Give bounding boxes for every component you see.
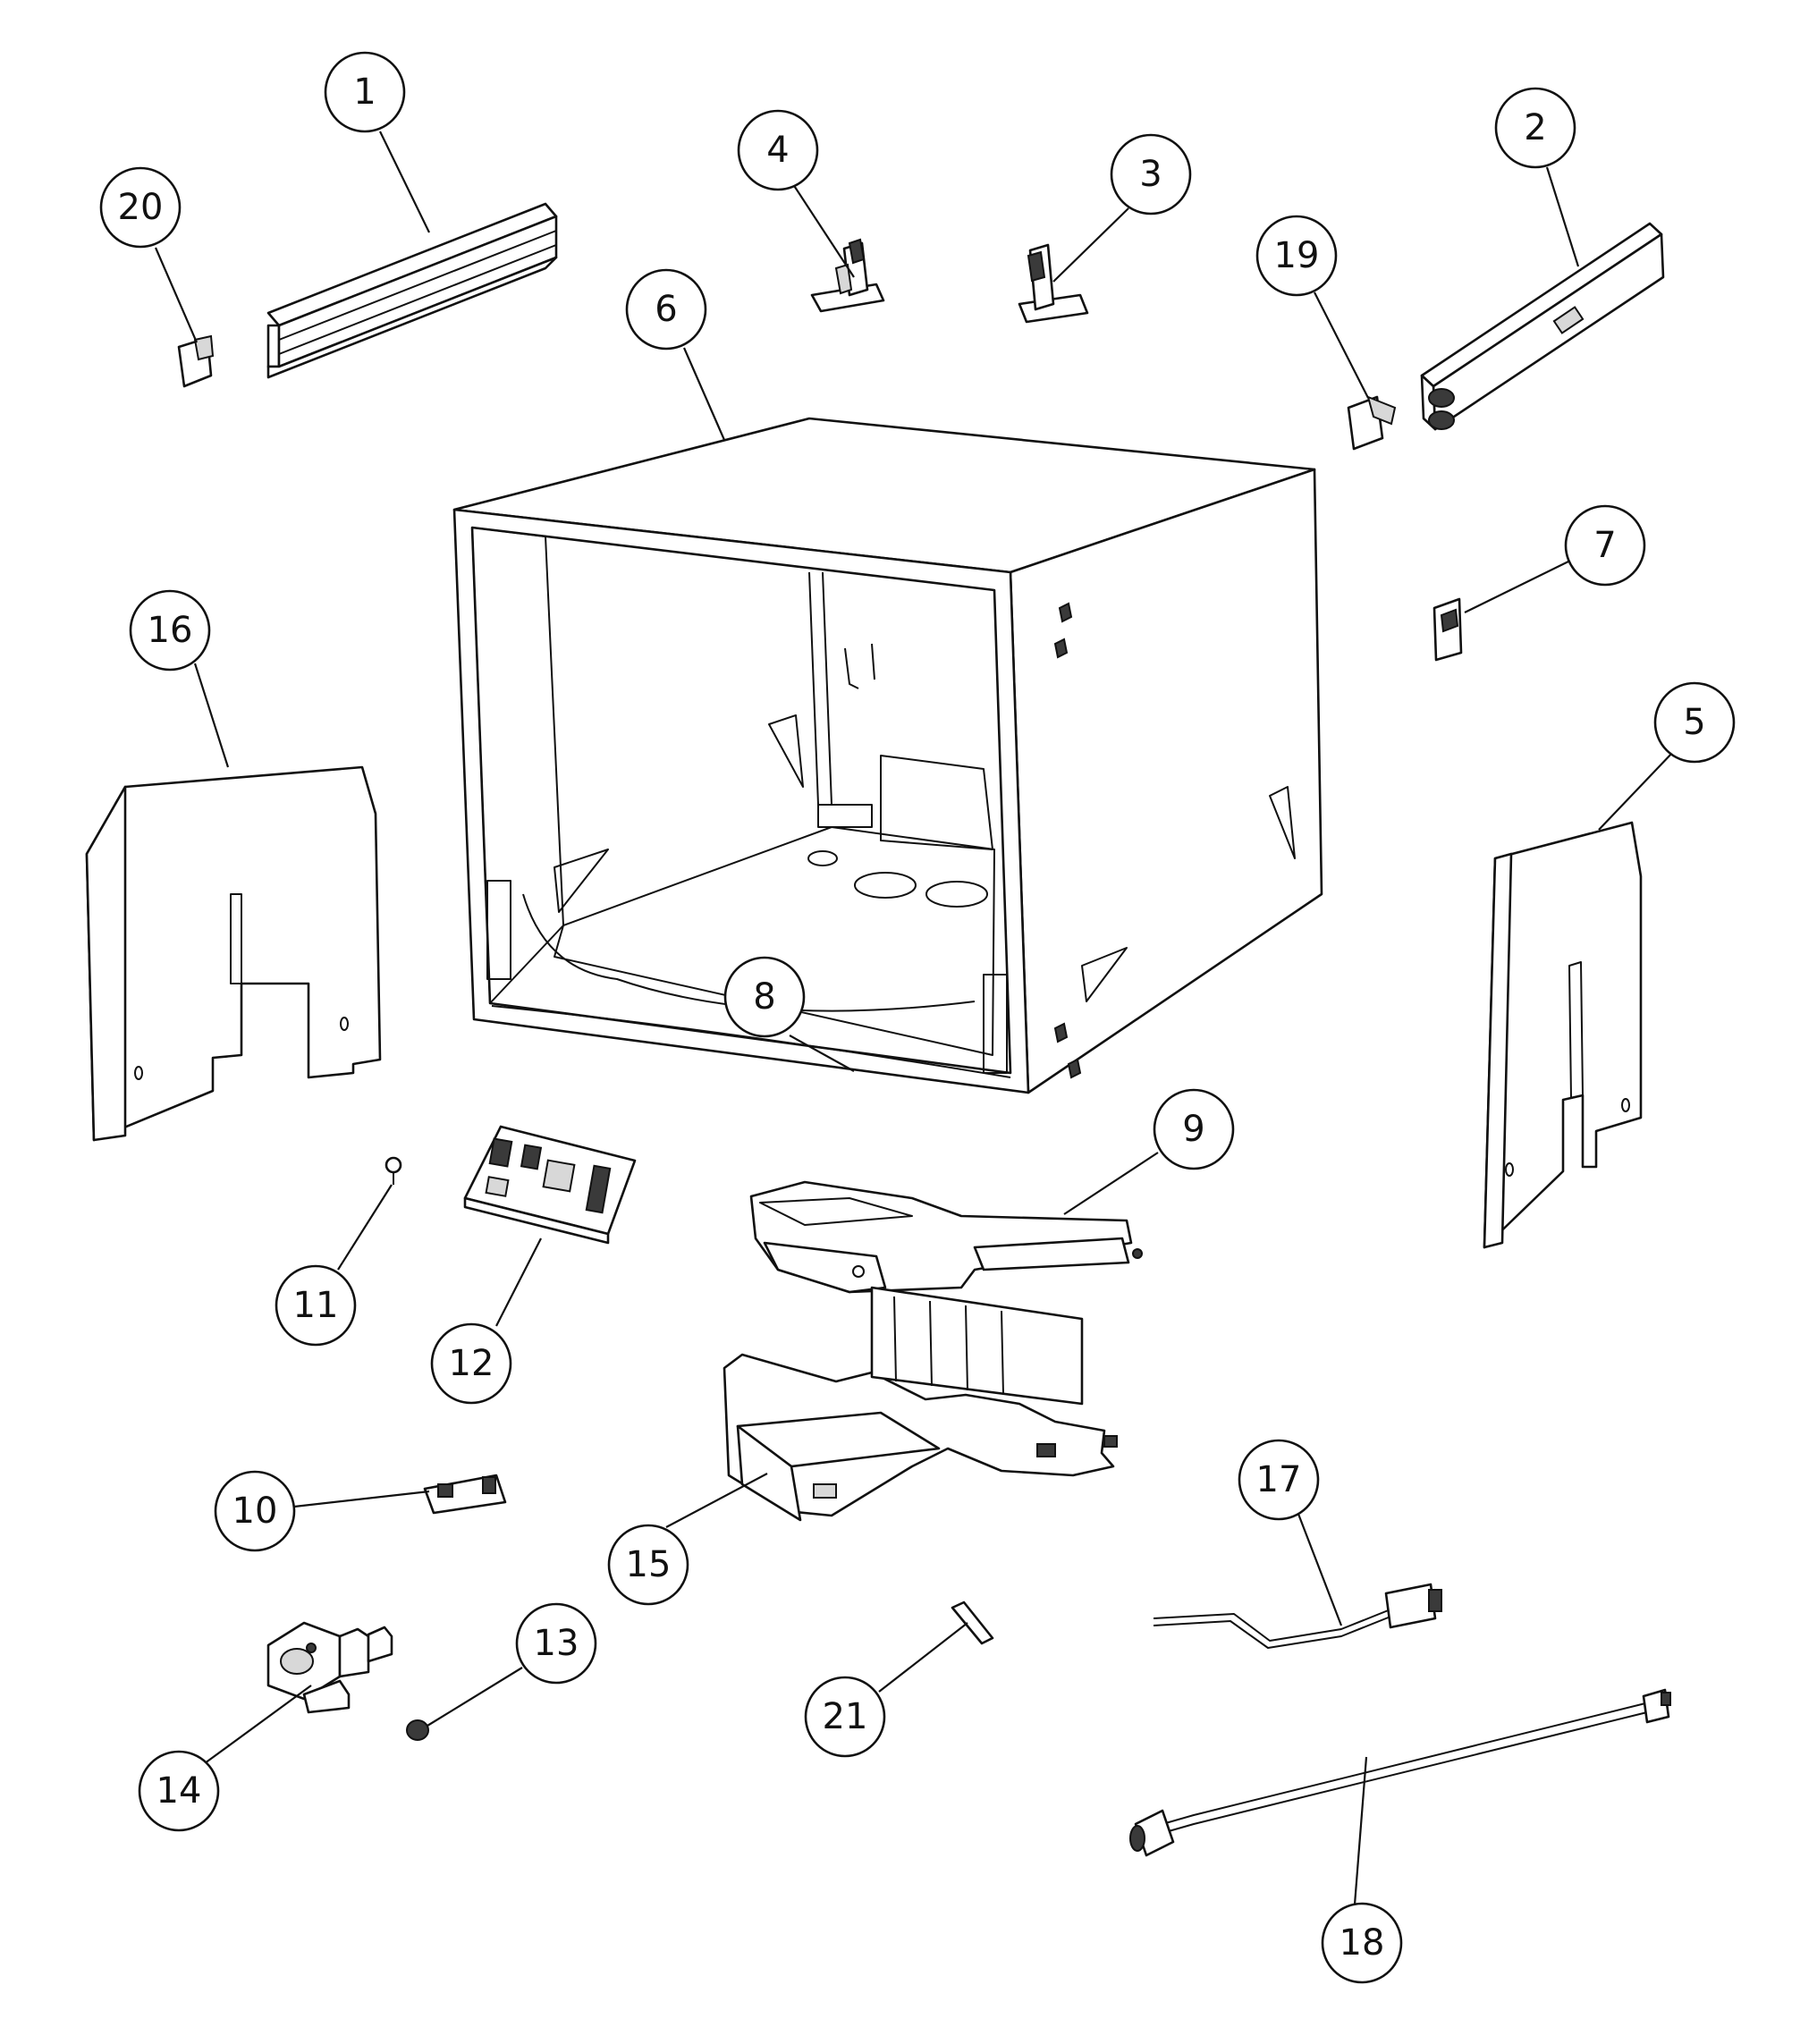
part-2-rail-right [1420, 222, 1665, 431]
callout-2: 2 [1494, 87, 1576, 169]
part-17-hose [1153, 1583, 1442, 1649]
callout-13: 13 [515, 1602, 597, 1685]
callout-11-label: 11 [293, 1285, 339, 1326]
callout-10: 10 [214, 1470, 296, 1552]
part-6-tub [452, 417, 1323, 1094]
callout-13-label: 13 [534, 1623, 579, 1664]
leader-21 [878, 1622, 968, 1693]
callout-12: 12 [430, 1322, 512, 1405]
leader-18 [1353, 1756, 1368, 1905]
callout-7-label: 7 [1593, 525, 1616, 566]
callout-19-label: 19 [1274, 235, 1320, 276]
callout-10-label: 10 [232, 1491, 278, 1532]
callout-1: 1 [324, 51, 406, 133]
part-7-clip [1432, 597, 1463, 662]
callout-5: 5 [1653, 681, 1736, 764]
part-8-gasket-strip [491, 1005, 1011, 1078]
callout-8-label: 8 [753, 976, 775, 1018]
leader-7 [1464, 561, 1569, 613]
callout-16-label: 16 [148, 610, 193, 651]
part-16-insulation-panel-left [85, 765, 382, 1142]
leader-16 [193, 663, 230, 768]
callout-21-label: 21 [823, 1696, 868, 1737]
callout-17-label: 17 [1256, 1459, 1302, 1500]
callout-15-label: 15 [626, 1544, 672, 1585]
leader-14 [204, 1685, 312, 1764]
callout-9-label: 9 [1182, 1109, 1204, 1150]
part-19-end-cap [1347, 395, 1397, 451]
part-21-clip-strip [951, 1601, 994, 1645]
callout-2-label: 2 [1524, 107, 1546, 148]
callout-6-label: 6 [655, 289, 677, 330]
leader-9 [1063, 1152, 1159, 1215]
leader-5 [1598, 750, 1675, 831]
leader-8 [789, 1035, 855, 1072]
leader-15 [665, 1473, 768, 1528]
callout-4-label: 4 [766, 130, 789, 171]
callout-7: 7 [1564, 504, 1646, 587]
leader-3 [1052, 207, 1129, 283]
callout-14: 14 [138, 1750, 220, 1832]
callout-12-label: 12 [449, 1343, 494, 1384]
callout-5-label: 5 [1683, 702, 1705, 743]
part-12-control-board [463, 1125, 637, 1245]
part-5-insulation-panel-right [1483, 821, 1643, 1249]
leader-lines [154, 131, 1675, 1905]
callout-1-label: 1 [353, 72, 376, 113]
callout-11: 11 [275, 1264, 357, 1347]
callout-18: 18 [1321, 1902, 1403, 1984]
callout-14-label: 14 [156, 1770, 202, 1812]
callout-6: 6 [625, 268, 707, 351]
callout-20: 20 [99, 166, 182, 249]
part-11-screw [385, 1156, 402, 1185]
part-18-hose [1129, 1688, 1671, 1857]
callout-9: 9 [1153, 1088, 1235, 1170]
part-13-knob [406, 1719, 429, 1741]
leader-1 [379, 131, 430, 233]
leader-12 [495, 1237, 542, 1327]
part-15-base-assembly [723, 1286, 1118, 1522]
callout-4: 4 [737, 109, 819, 191]
part-14-inlet-valve [266, 1621, 393, 1714]
leader-11 [337, 1184, 393, 1271]
callout-19: 19 [1255, 215, 1338, 297]
leader-19 [1314, 291, 1369, 399]
part-10-switch [423, 1474, 507, 1515]
callout-15: 15 [607, 1524, 689, 1606]
leader-13 [427, 1667, 523, 1727]
leader-10 [293, 1490, 430, 1508]
callout-17: 17 [1238, 1439, 1320, 1521]
leader-17 [1290, 1497, 1343, 1626]
callout-3-label: 3 [1139, 154, 1162, 195]
part-4-hinge-bracket [810, 238, 885, 313]
callout-21: 21 [804, 1676, 886, 1758]
part-3-hinge-bracket [1018, 243, 1089, 324]
leader-4 [789, 178, 855, 278]
callout-16: 16 [129, 589, 211, 671]
part-9-duct-assembly [749, 1180, 1143, 1294]
callout-8: 8 [723, 956, 806, 1038]
callout-18-label: 18 [1340, 1922, 1385, 1964]
leader-2 [1545, 166, 1580, 267]
callout-3: 3 [1110, 133, 1192, 215]
part-1-rail-left [266, 202, 558, 379]
callout-20-label: 20 [118, 187, 164, 228]
leader-20 [154, 247, 199, 343]
part-20-end-cap [177, 334, 215, 388]
leader-6 [682, 347, 726, 441]
